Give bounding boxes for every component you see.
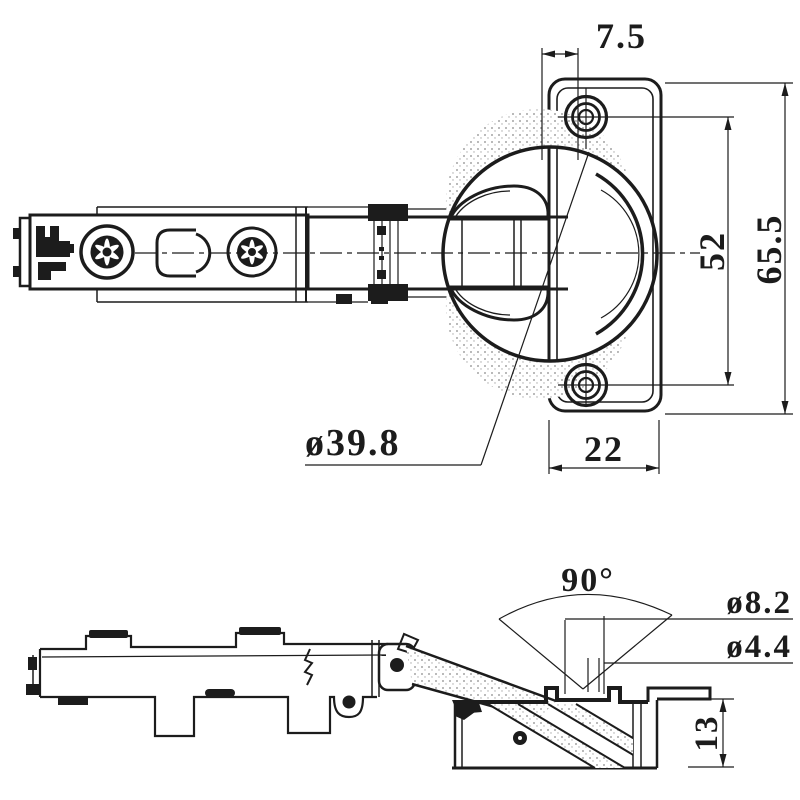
hinge-cup-side <box>452 686 712 770</box>
spring-mark <box>303 648 314 686</box>
adjustment-slot <box>155 228 212 278</box>
cup-top-notch <box>462 686 648 704</box>
adjusting-screw-1 <box>79 224 135 280</box>
dim-cup-depth: 13 <box>657 698 734 768</box>
dim-label-39-8: ø39.8 <box>305 422 401 464</box>
dim-label-4-4: ø4.4 <box>726 629 792 665</box>
cup-flange <box>646 686 712 702</box>
main-pivot <box>390 658 404 672</box>
hinge-arm-top <box>13 204 450 304</box>
dim-pilot-hole-diameter: ø4.4 <box>604 629 793 665</box>
link-pivot <box>342 695 356 709</box>
dim-countersink-diameter: ø8.2 <box>564 585 793 694</box>
dim-cup-diameter: ø39.8 <box>305 151 590 466</box>
hinge-link <box>405 644 557 721</box>
dim-label-13: 13 <box>689 715 725 752</box>
dim-label-90: 90° <box>561 562 615 599</box>
arm-left-cap <box>18 216 32 288</box>
dim-label-22: 22 <box>584 429 624 469</box>
dim-screw-hole-offset: 7.5 <box>541 16 647 160</box>
dim-screw-hole-spacing: 52 <box>692 117 732 385</box>
dim-opening-angle: 90° <box>498 562 673 690</box>
dim-label-7-5: 7.5 <box>596 16 647 56</box>
cup-hatching <box>487 703 633 769</box>
dim-label-52: 52 <box>692 231 732 271</box>
cup-circle <box>441 145 659 363</box>
dim-label-8-2: ø8.2 <box>726 585 792 621</box>
adjusting-screw-2 <box>226 226 278 278</box>
hinge-cup-top <box>408 108 659 400</box>
side-view: 90° ø8.2 ø4.4 13 <box>26 562 793 770</box>
dim-label-65-5: 65.5 <box>749 214 789 285</box>
cam-adjuster <box>36 226 74 280</box>
dim-plate-length: 65.5 <box>665 82 793 415</box>
hinge-arm-side <box>26 627 388 738</box>
top-view: 7.5 52 65.5 22 ø39.8 <box>13 16 793 474</box>
door-tab <box>396 632 420 655</box>
screw-hole-top <box>558 88 734 149</box>
dim-plate-width: 22 <box>548 420 660 474</box>
screw-hole-bottom <box>558 353 734 408</box>
cup-inner-arc <box>595 172 645 336</box>
